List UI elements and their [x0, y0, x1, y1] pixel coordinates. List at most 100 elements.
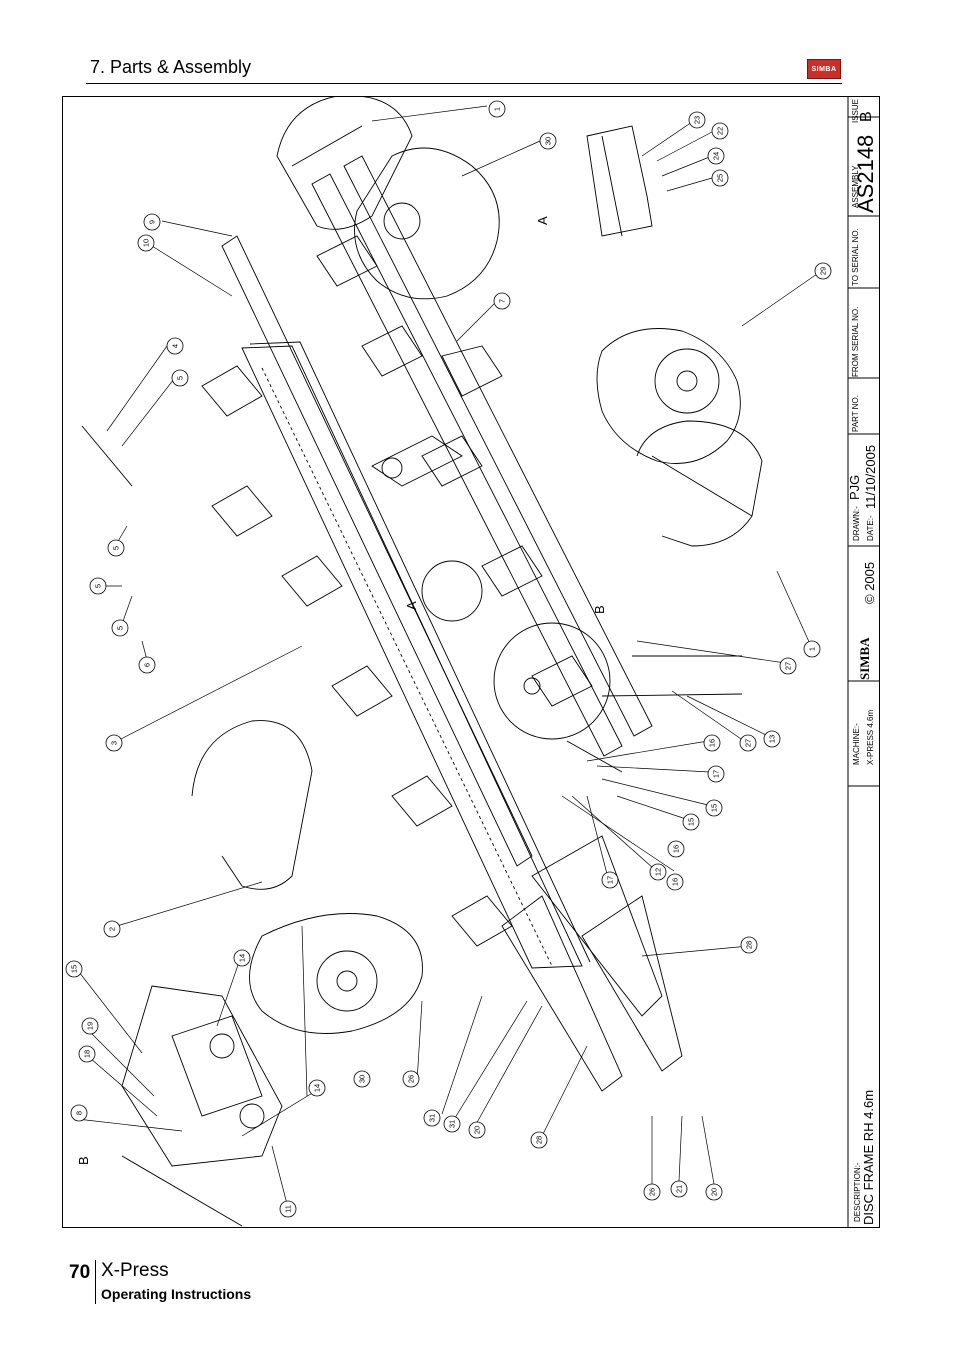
view-label-b-detail: B — [76, 1156, 91, 1165]
part-balloon — [493, 292, 511, 310]
from-serial-label: FROM SERIAL NO. — [851, 306, 860, 377]
part-number-label: 23 — [693, 116, 702, 124]
drawn-label: DRAWN:- — [852, 506, 861, 541]
part-balloon — [711, 169, 729, 187]
part-balloon — [105, 734, 123, 752]
part-number-label: 17 — [606, 876, 615, 884]
header-rule — [86, 83, 842, 84]
view-label-b-mid: B — [592, 605, 607, 614]
part-no-label: PART NO. — [851, 395, 860, 432]
part-number-label: 1 — [493, 107, 502, 111]
part-number-label: 26 — [407, 1075, 416, 1083]
part-number-label: 27 — [744, 739, 753, 747]
part-balloon — [803, 640, 821, 658]
part-number-label: 2 — [108, 927, 117, 931]
view-label-a-mid: A — [404, 601, 419, 610]
part-balloon — [143, 213, 161, 231]
part-number-label: 25 — [716, 174, 725, 182]
part-number-label: 31 — [428, 1114, 437, 1122]
part-number-label: 1 — [808, 647, 817, 651]
part-balloon — [739, 734, 757, 752]
part-balloon — [688, 111, 706, 129]
to-serial-label: TO SERIAL NO. — [851, 228, 860, 286]
part-number-label: 15 — [710, 804, 719, 812]
part-number-label: 8 — [75, 1111, 84, 1115]
part-balloon — [705, 1183, 723, 1201]
document-subtitle: Operating Instructions — [101, 1286, 252, 1302]
part-balloon — [137, 234, 155, 252]
issue-value: B — [858, 111, 875, 122]
description-value: DISC FRAME RH 4.6m — [861, 1089, 876, 1225]
part-balloon — [107, 539, 125, 557]
part-balloon — [443, 1115, 461, 1133]
part-balloon — [601, 871, 619, 889]
part-number-label: 16 — [671, 878, 680, 886]
part-number-label: 28 — [535, 1136, 544, 1144]
part-number-label: 17 — [712, 770, 721, 778]
part-number-label: 30 — [544, 137, 553, 145]
part-balloon — [707, 765, 725, 783]
part-balloon — [65, 960, 83, 978]
machine-value: X-PRESS 4.6m — [866, 709, 875, 765]
part-number-label: 11 — [284, 1205, 293, 1213]
part-number-label: 14 — [238, 954, 247, 962]
part-balloon — [279, 1200, 297, 1218]
part-number-label: 15 — [687, 818, 696, 826]
brand-mark: SIMBA — [857, 637, 872, 680]
part-number-label: 5 — [176, 376, 185, 380]
part-balloon — [402, 1070, 420, 1088]
part-balloon — [81, 1017, 99, 1035]
date-value: 11/10/2005 — [863, 444, 878, 509]
part-number-label: 15 — [70, 965, 79, 973]
part-number-label: 24 — [712, 152, 721, 160]
part-number-label: 21 — [675, 1185, 684, 1193]
machine-label: MACHINE:- — [852, 723, 861, 765]
drawn-value: PJG — [847, 474, 862, 500]
part-balloon — [711, 122, 729, 140]
part-number-label: 4 — [171, 344, 180, 348]
part-balloon — [682, 813, 700, 831]
part-number-label: 5 — [94, 584, 103, 588]
part-number-label: 31 — [448, 1120, 457, 1128]
part-balloon — [89, 577, 107, 595]
part-number-label: 30 — [358, 1075, 367, 1083]
part-number-label: 6 — [143, 663, 152, 667]
part-balloon — [103, 920, 121, 938]
copyright: © 2005 — [862, 561, 877, 604]
part-balloon — [138, 656, 156, 674]
part-number-label: 5 — [116, 626, 125, 630]
part-balloon — [779, 657, 797, 675]
part-balloon — [353, 1070, 371, 1088]
part-balloon — [740, 936, 758, 954]
part-number-label: 16 — [672, 845, 681, 853]
part-balloon — [233, 949, 251, 967]
part-balloon — [488, 100, 506, 118]
page-number: 70 — [69, 1262, 91, 1283]
part-number-label: 12 — [654, 868, 663, 876]
simba-logo: SIMBA — [807, 59, 841, 79]
part-balloon — [171, 369, 189, 387]
part-balloon — [423, 1109, 441, 1127]
assembly-number: AS2148 — [853, 134, 878, 213]
part-balloon — [649, 863, 667, 881]
part-number-label: 20 — [473, 1126, 482, 1134]
part-number-label: 18 — [83, 1050, 92, 1058]
part-balloon — [670, 1180, 688, 1198]
part-balloon — [667, 840, 685, 858]
part-number-label: 13 — [768, 735, 777, 743]
part-balloon — [70, 1104, 88, 1122]
date-label: DATE:- — [866, 515, 875, 541]
part-balloon — [666, 873, 684, 891]
part-number-label: 10 — [142, 239, 151, 247]
part-number-label: 14 — [313, 1084, 322, 1092]
part-balloon — [705, 799, 723, 817]
part-balloon — [707, 147, 725, 165]
part-number-label: 5 — [112, 546, 121, 550]
part-number-label: 29 — [819, 267, 828, 275]
footer-rule — [95, 1260, 96, 1304]
product-name: X-Press — [101, 1260, 169, 1281]
part-balloon — [78, 1045, 96, 1063]
drawing-frame — [62, 96, 880, 1228]
part-balloon — [763, 730, 781, 748]
part-number-label: 19 — [86, 1022, 95, 1030]
